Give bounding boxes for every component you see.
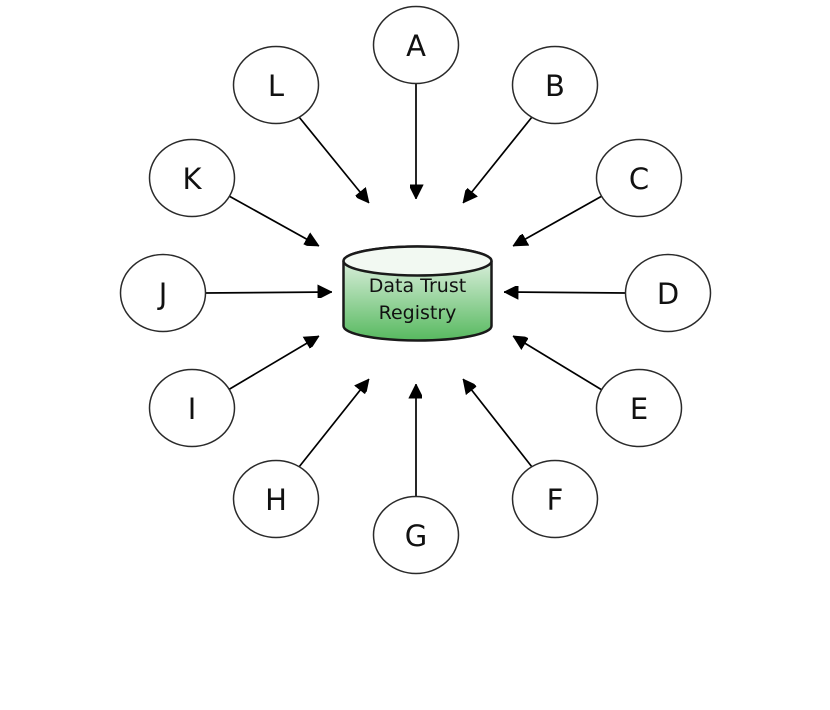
node-d: D — [624, 253, 712, 333]
edge-h-to-center — [298, 379, 370, 468]
node-k-circle — [148, 138, 236, 218]
node-j: J — [119, 253, 207, 333]
node-f-circle — [511, 459, 599, 539]
node-b-circle — [511, 45, 599, 125]
node-a-circle — [372, 5, 460, 85]
node-l: L — [232, 45, 320, 125]
node-f-label: F — [547, 483, 564, 517]
node-i-circle — [148, 368, 236, 448]
node-d-circle — [624, 253, 712, 333]
node-layer: A B C D E F G — [119, 5, 712, 575]
node-c-label: C — [629, 162, 649, 196]
node-e-label: E — [630, 392, 648, 426]
edge-c-to-center — [513, 195, 603, 247]
node-h-label: H — [265, 483, 287, 517]
node-l-label: L — [268, 69, 284, 103]
center-label-line1: Data Trust — [369, 275, 466, 297]
node-c: C — [595, 138, 683, 218]
node-a: A — [372, 5, 460, 85]
database-cylinder-lid — [342, 245, 493, 277]
edge-l-to-center — [298, 116, 370, 203]
node-e-circle — [595, 368, 683, 448]
node-g: G — [372, 495, 460, 575]
node-h-circle — [232, 459, 320, 539]
edge-layer — [204, 84, 626, 497]
node-h: H — [232, 459, 320, 539]
node-i-label: I — [188, 392, 197, 426]
node-c-circle — [595, 138, 683, 218]
node-l-circle — [232, 45, 320, 125]
node-j-circle — [119, 253, 207, 333]
edge-i-to-center — [227, 335, 319, 391]
edge-j-to-center — [204, 292, 333, 293]
node-a-label: A — [406, 29, 426, 63]
node-f: F — [511, 459, 599, 539]
node-k-label: K — [182, 162, 202, 196]
edge-k-to-center — [228, 195, 319, 247]
node-b-label: B — [545, 69, 565, 103]
center-label-line2: Registry — [379, 302, 457, 324]
edge-f-to-center — [462, 379, 533, 468]
node-e: E — [595, 368, 683, 448]
node-g-label: G — [405, 519, 427, 553]
edge-d-to-center — [503, 292, 626, 293]
edge-e-to-center — [513, 335, 603, 391]
node-j-label: J — [157, 277, 168, 311]
node-b: B — [511, 45, 599, 125]
center-node-database: Data Trust Registry — [342, 245, 493, 342]
node-d-label: D — [657, 277, 679, 311]
node-g-circle — [372, 495, 460, 575]
node-i: I — [148, 368, 236, 448]
node-k: K — [148, 138, 236, 218]
edge-b-to-center — [462, 116, 533, 203]
